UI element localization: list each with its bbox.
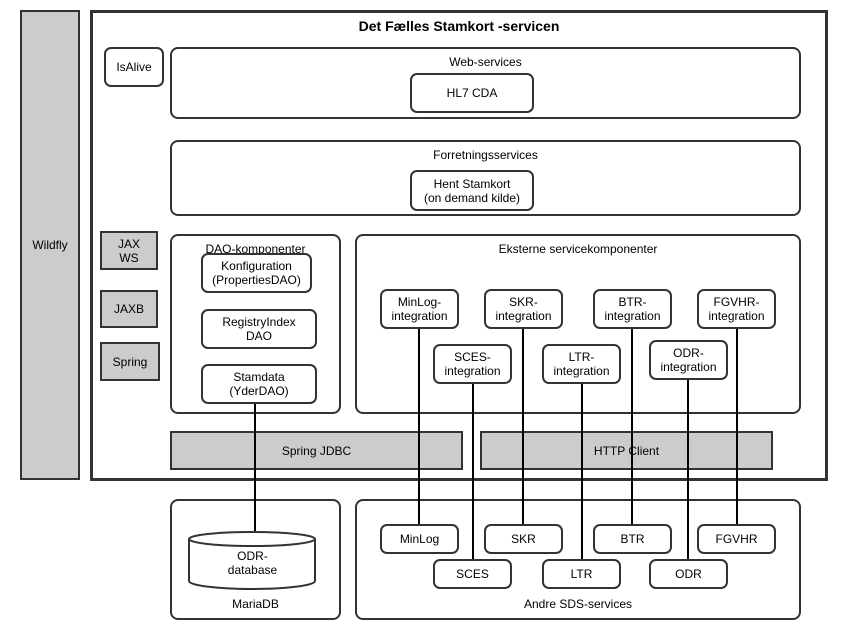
sds-minlog-box: MinLog (380, 524, 459, 554)
odr-integration-box: ODR- integration (649, 340, 728, 380)
skr-integration-label: SKR- integration (495, 295, 552, 323)
wildfly-label: Wildfly (32, 238, 68, 252)
sces-integration-box: SCES- integration (433, 344, 512, 384)
odr-database-label: ODR- database (227, 549, 278, 577)
dao-label: DAO-komponenter (205, 242, 306, 256)
http-client-bar: HTTP Client (480, 431, 773, 470)
mariadb-label: MariaDB (232, 597, 279, 611)
sds-minlog-label: MinLog (399, 532, 440, 546)
wildfly-container: Wildfly (20, 10, 80, 480)
sds-ltr-box: LTR (542, 559, 621, 589)
service-title: Det Fælles Stamkort -servicen (358, 18, 560, 34)
fgvhr-integration-box: FGVHR- integration (697, 289, 776, 329)
btr-integration-box: BTR- integration (593, 289, 672, 329)
isalive-label: IsAlive (116, 60, 152, 74)
jaxb-label: JAXB (113, 302, 144, 316)
hent-stamkort-label: Hent Stamkort (on demand kilde) (423, 176, 521, 205)
minlog-integration-label: MinLog- integration (391, 295, 448, 323)
odr-database-label-wrap: ODR- database (189, 546, 316, 580)
sds-services-label: Andre SDS-services (523, 597, 633, 611)
jax-ws-label: JAX WS (117, 236, 140, 265)
sds-odr-label: ODR (675, 567, 702, 581)
hent-stamkort-box: Hent Stamkort (on demand kilde) (410, 170, 534, 211)
sds-btr-box: BTR (593, 524, 672, 554)
fgvhr-integration-label: FGVHR- integration (708, 295, 765, 323)
spring-label: Spring (112, 354, 148, 369)
registryindex-box: RegistryIndex DAO (201, 309, 317, 349)
sds-sces-box: SCES (433, 559, 512, 589)
sds-ltr-label: LTR (570, 567, 593, 581)
ltr-integration-box: LTR- integration (542, 344, 621, 384)
minlog-integration-box: MinLog- integration (380, 289, 459, 329)
sces-integration-label: SCES- integration (444, 350, 501, 378)
http-client-label: HTTP Client (593, 443, 660, 458)
registryindex-label: RegistryIndex DAO (222, 315, 296, 343)
ltr-integration-label: LTR- integration (553, 350, 610, 378)
web-services-label: Web-services (449, 55, 522, 69)
jax-ws-box: JAX WS (100, 231, 158, 270)
odr-database-cylinder (188, 531, 316, 590)
btr-integration-label: BTR- integration (604, 295, 661, 323)
jaxb-box: JAXB (100, 290, 158, 328)
konfiguration-box: Konfiguration (PropertiesDAO) (201, 253, 312, 293)
odr-integration-label: ODR- integration (660, 346, 717, 374)
isalive-box: IsAlive (104, 47, 164, 87)
konfiguration-label: Konfiguration (PropertiesDAO) (212, 259, 301, 287)
hl7-cda-label: HL7 CDA (446, 86, 498, 100)
stamdata-label: Stamdata (YderDAO) (229, 370, 289, 398)
spring-jdbc-label: Spring JDBC (281, 443, 352, 458)
sds-fgvhr-label: FGVHR (715, 532, 758, 546)
sds-fgvhr-box: FGVHR (697, 524, 776, 554)
stamdata-box: Stamdata (YderDAO) (201, 364, 317, 404)
sds-skr-box: SKR (484, 524, 563, 554)
external-components-label: Eksterne servicekomponenter (498, 242, 658, 256)
sds-sces-label: SCES (456, 567, 489, 581)
spring-box: Spring (100, 342, 160, 381)
sds-odr-box: ODR (649, 559, 728, 589)
sds-btr-label: BTR (620, 532, 645, 546)
skr-integration-box: SKR- integration (484, 289, 563, 329)
spring-jdbc-bar: Spring JDBC (170, 431, 463, 470)
hl7-cda-box: HL7 CDA (410, 73, 534, 113)
sds-skr-label: SKR (511, 532, 536, 546)
business-services-label: Forretningsservices (433, 148, 538, 162)
